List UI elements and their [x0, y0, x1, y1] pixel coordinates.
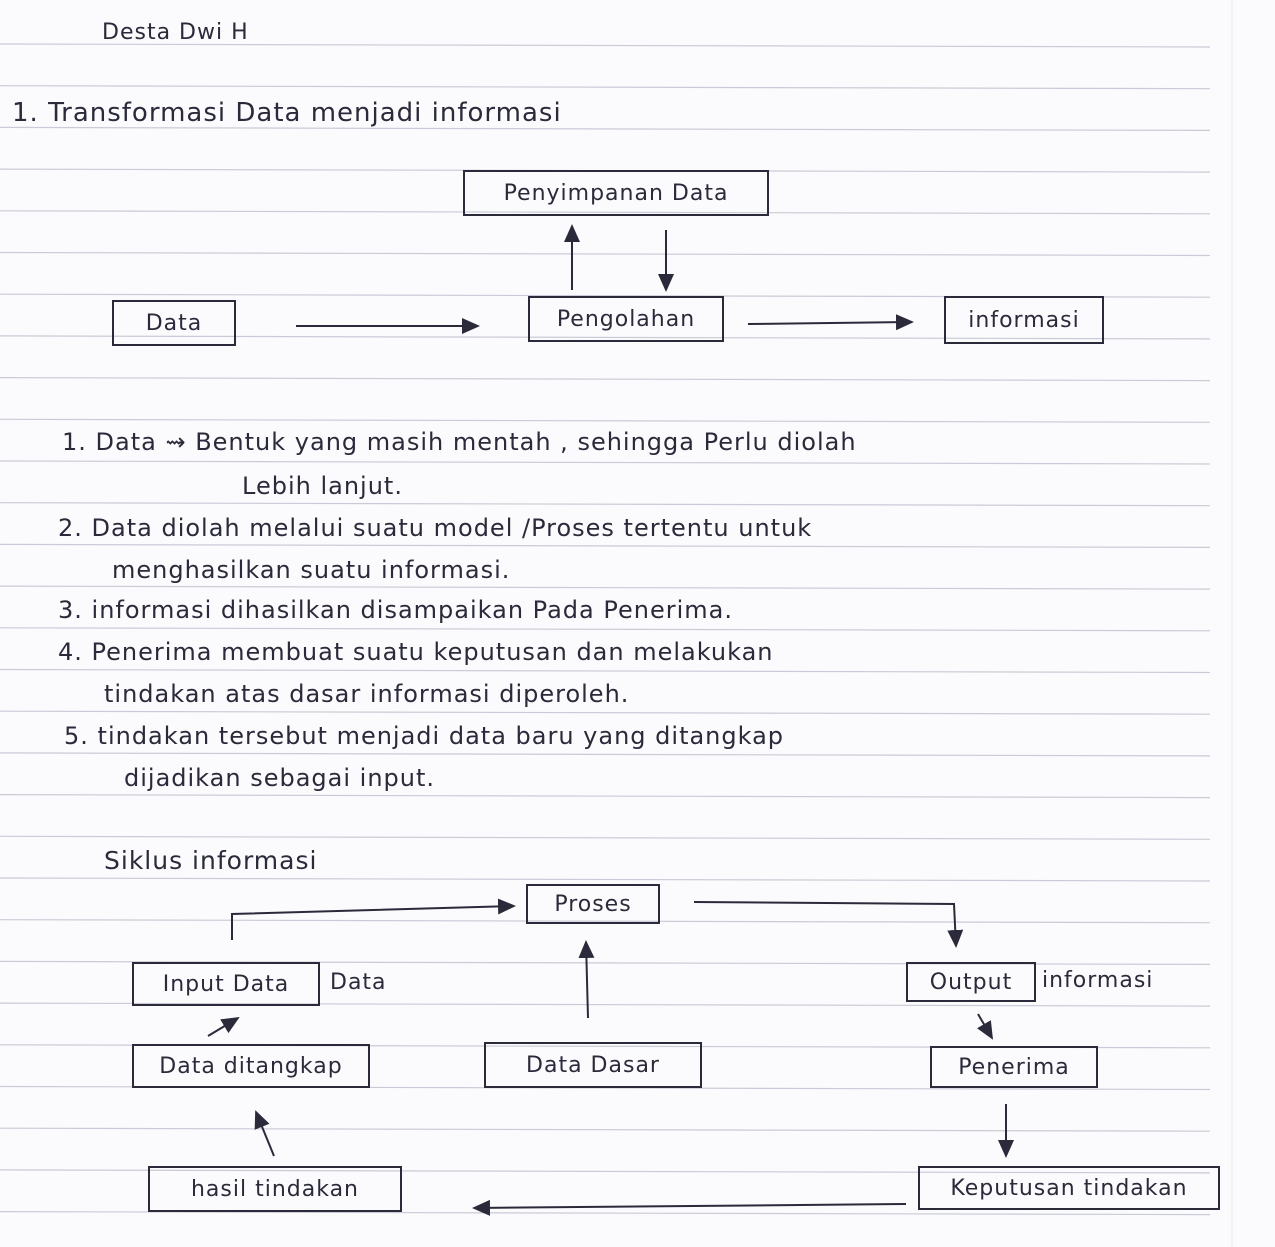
output-box: Output: [906, 962, 1036, 1002]
output-note: informasi: [1042, 968, 1154, 993]
section2-heading: Siklus informasi: [104, 846, 318, 875]
process-box: Proses: [526, 884, 660, 924]
list-item: Lebih lanjut.: [242, 472, 403, 500]
list-item: 3. informasi dihasilkan disampaikan Pada…: [58, 596, 733, 624]
input-note: Data: [330, 970, 387, 995]
list-item: 1. Data ⇝ Bentuk yang masih mentah , seh…: [62, 428, 857, 456]
result-box: hasil tindakan: [148, 1166, 402, 1212]
input-data-box: Input Data: [132, 962, 320, 1006]
receiver-box: Penerima: [930, 1046, 1098, 1088]
list-item: menghasilkan suatu informasi.: [112, 556, 511, 584]
list-item: 2. Data diolah melalui suatu model /Pros…: [58, 514, 813, 542]
list-item: tindakan atas dasar informasi diperoleh.: [104, 680, 630, 708]
information-box: informasi: [944, 296, 1104, 344]
decision-box: Keputusan tindakan: [918, 1166, 1220, 1210]
data-box: Data: [112, 300, 236, 346]
storage-box: Penyimpanan Data: [463, 170, 769, 216]
list-item: dijadikan sebagai input.: [124, 764, 436, 792]
list-item: 4. Penerima membuat suatu keputusan dan …: [58, 638, 774, 666]
captured-data-box: Data ditangkap: [132, 1044, 370, 1088]
author-name: Desta Dwi H: [102, 20, 249, 45]
base-data-box: Data Dasar: [484, 1042, 702, 1088]
section1-heading: 1. Transformasi Data menjadi informasi: [12, 98, 562, 128]
list-item: 5. tindakan tersebut menjadi data baru y…: [64, 722, 785, 750]
processing-box: Pengolahan: [528, 296, 724, 342]
